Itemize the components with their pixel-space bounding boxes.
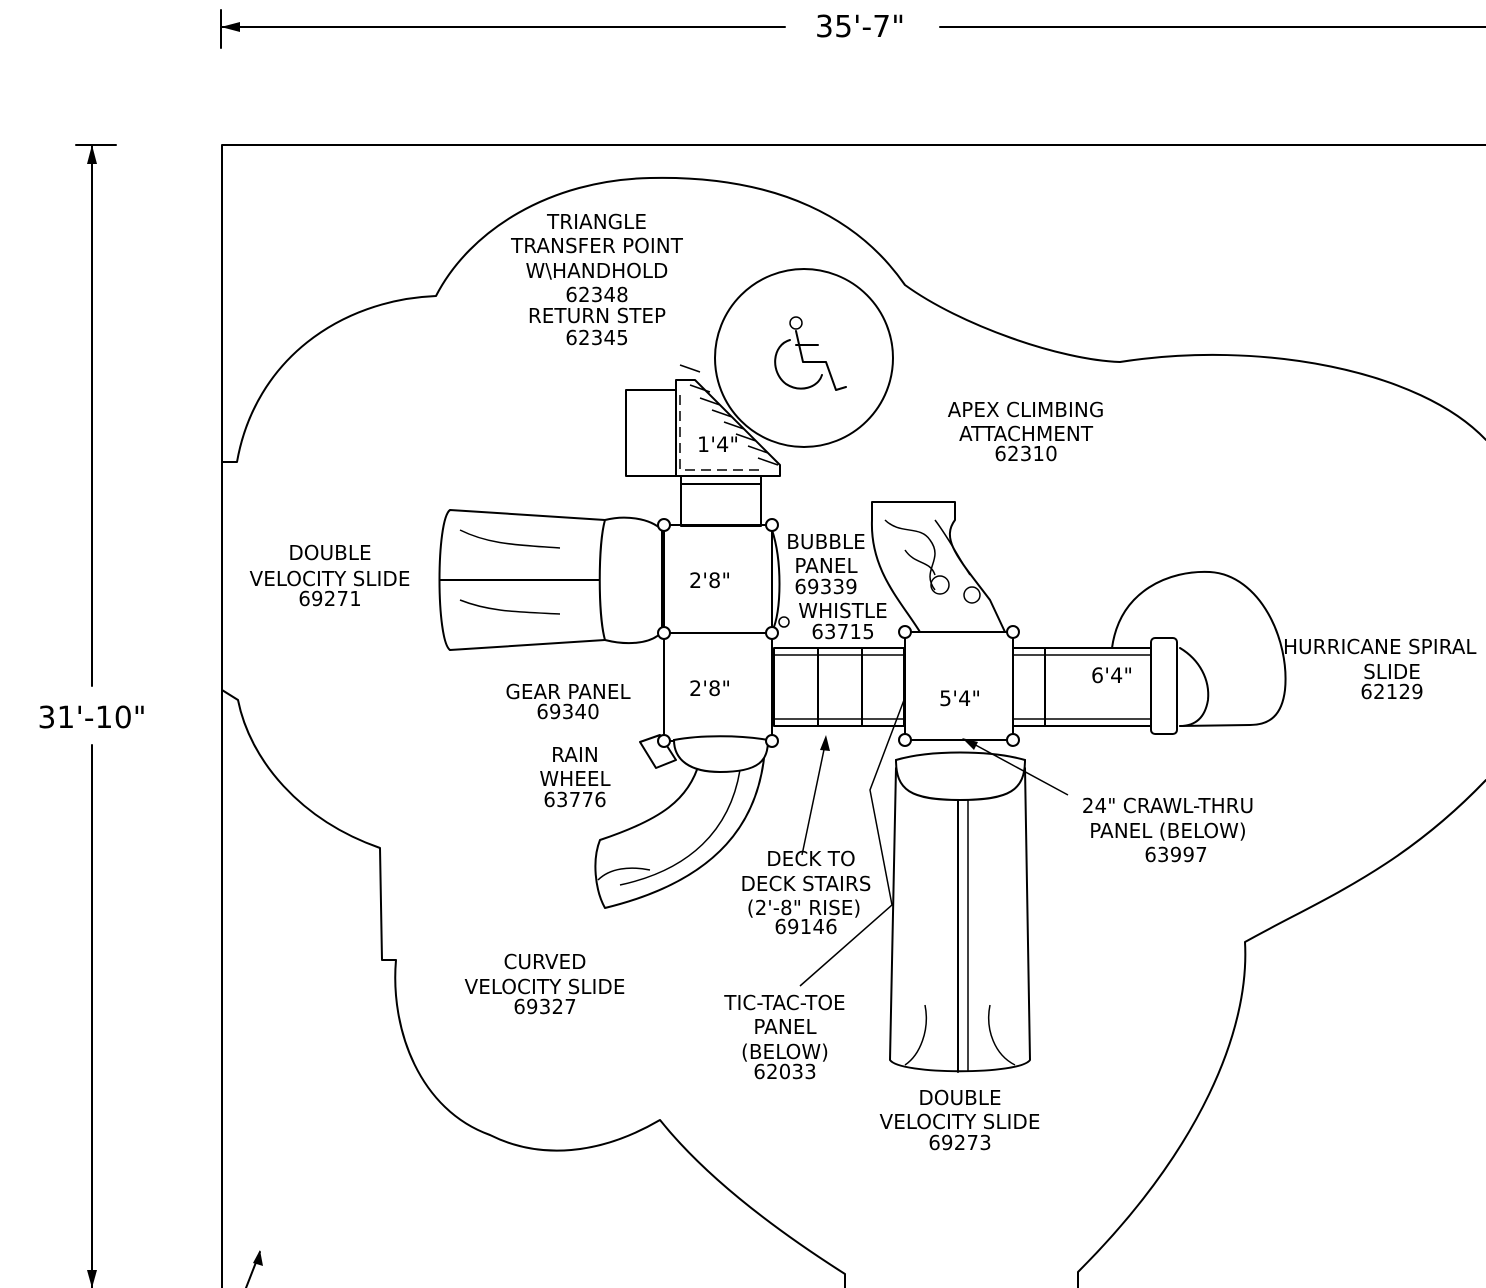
label-line: 63776 [543,788,607,812]
label-rain-wheel: RAIN WHEEL 63776 [539,743,611,812]
wheelchair-icon [714,268,894,448]
width-dimension-label: 35'-7" [815,10,905,45]
triangle-transfer-point: 1'4" [625,364,781,527]
label-line: 62033 [753,1060,817,1084]
label-line: TRIANGLE [546,210,647,234]
deck-triangle-size: 1'4" [697,433,739,457]
hurricane-spiral-slide: 6'4" [1012,570,1287,735]
site-boundary [221,144,1486,1288]
double-velocity-slide-left [438,509,663,651]
label-line: ATTACHMENT [959,422,1094,446]
apex-climbing-attachment [870,501,1006,633]
label-deck-to-deck-stairs: DECK TO DECK STAIRS (2'-8" RISE) 69146 [740,847,871,939]
curved-velocity-slide [594,734,770,909]
label-line: BUBBLE [786,530,866,554]
height-dimension-label: 31'-10" [37,701,146,736]
deck-to-deck-stairs [773,647,905,727]
label-apex-climbing: APEX CLIMBING ATTACHMENT 62310 [948,398,1105,466]
label-line: 24" CRAWL-THRU [1082,794,1254,818]
label-line: PANEL [794,554,858,578]
label-bubble-panel: BUBBLE PANEL 69339 [786,530,866,599]
label-line: VELOCITY SLIDE [250,567,411,591]
label-line: DOUBLE [288,541,371,565]
deck-right-size: 6'4" [1091,664,1133,688]
label-crawl-thru-panel: 24" CRAWL-THRU PANEL (BELOW) 63997 [1082,794,1254,867]
label-line: APEX CLIMBING [948,398,1105,422]
label-line: PANEL (BELOW) [1089,819,1246,843]
label-double-velocity-slide-bottom: DOUBLE VELOCITY SLIDE 69273 [880,1086,1041,1155]
label-gear-panel: GEAR PANEL 69340 [505,680,631,724]
label-line: VELOCITY SLIDE [880,1110,1041,1134]
label-line: 63715 [811,620,875,644]
label-hurricane-spiral-slide: HURRICANE SPIRAL SLIDE 62129 [1283,635,1477,704]
deck-lower-left: 2'8" [663,632,773,742]
label-line: 69146 [774,915,838,939]
label-line: WHEEL [539,767,611,791]
label-line: DOUBLE [918,1086,1001,1110]
label-line: TIC-TAC-TOE [723,991,845,1015]
label-tic-tac-toe-panel: TIC-TAC-TOE PANEL (BELOW) 62033 [723,991,845,1084]
width-dimension: 35'-7" [220,9,1486,49]
deck-lower-left-size: 2'8" [689,677,731,701]
deck-upper-left: 2'8" [663,524,773,634]
bubble-panel [771,529,781,633]
label-line: DECK STAIRS [740,872,871,896]
label-line: (2'-8" RISE) [747,896,861,920]
label-line: 62129 [1360,680,1424,704]
deck-center-size: 5'4" [939,687,981,711]
label-line: WHISTLE [798,599,887,623]
label-line: RAIN [551,743,599,767]
label-line: SLIDE [1363,660,1421,684]
label-line: 62348 [565,283,629,307]
safety-surface-outline [221,176,1486,1288]
label-line: W\HANDHOLD [526,259,669,283]
label-line: TRANSFER POINT [510,234,684,258]
deck-posts [657,518,1020,748]
label-line: 62310 [994,442,1058,466]
label-line: PANEL [753,1015,817,1039]
double-velocity-slide-bottom [889,751,1031,1073]
label-line: 69273 [928,1131,992,1155]
label-line: 69327 [513,995,577,1019]
deck-upper-left-size: 2'8" [689,569,731,593]
label-line: 69271 [298,587,362,611]
deck-center: 5'4" [904,631,1014,741]
label-line: GEAR PANEL [505,680,631,704]
label-line: 69340 [536,700,600,724]
label-line: CURVED [503,950,586,974]
label-line: VELOCITY SLIDE [465,975,626,999]
label-whistle: WHISTLE 63715 [798,599,887,644]
label-triangle-transfer-point: TRIANGLE TRANSFER POINT W\HANDHOLD 62348… [510,210,684,350]
height-dimension: 31'-10" [37,144,147,1288]
label-line: DECK TO [766,847,855,871]
label-line: 69339 [794,575,858,599]
label-curved-velocity-slide: CURVED VELOCITY SLIDE 69327 [465,950,626,1019]
label-line: HURRICANE SPIRAL [1283,635,1477,659]
label-line: 62345 [565,326,629,350]
label-line: RETURN STEP [528,304,666,328]
leader-lines [799,699,1069,987]
label-double-velocity-slide-left: DOUBLE VELOCITY SLIDE 69271 [250,541,411,611]
label-line: 63997 [1144,843,1208,867]
label-line: (BELOW) [741,1040,829,1064]
